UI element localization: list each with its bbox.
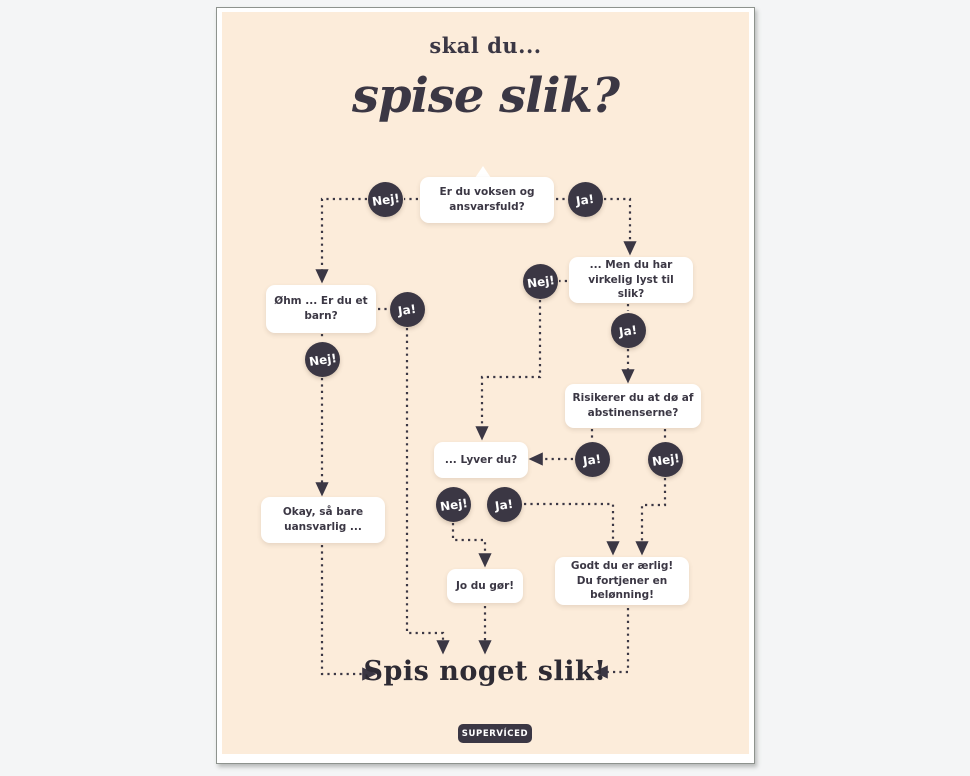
edge-nej5-to-a2 bbox=[451, 523, 492, 568]
badge-label: Nej! bbox=[438, 495, 469, 514]
badge-label: Ja! bbox=[494, 496, 515, 513]
badge-nej-3: Nej! bbox=[523, 264, 558, 299]
badge-label: Nej! bbox=[307, 350, 338, 369]
badge-nej-2: Nej! bbox=[305, 342, 340, 377]
badge-label: Ja! bbox=[618, 322, 639, 339]
badge-label: Ja! bbox=[582, 451, 603, 468]
edge-nej-to-q2 bbox=[315, 197, 367, 284]
badge-ja-1: Ja! bbox=[568, 182, 603, 217]
badge-nej-5: Nej! bbox=[436, 487, 471, 522]
badge-label: Ja! bbox=[397, 301, 418, 318]
speech-tail bbox=[475, 166, 491, 178]
edge-nej-to-q5 bbox=[475, 300, 542, 441]
badge-label: Ja! bbox=[575, 191, 596, 208]
question-lyst-til-slik: ... Men du har virkelig lyst til slik? bbox=[569, 257, 693, 303]
badge-ja-2: Ja! bbox=[390, 292, 425, 327]
badge-label: Nej! bbox=[370, 190, 401, 209]
poster-title: spise slik? bbox=[352, 68, 620, 124]
edge-ja-to-q3 bbox=[604, 197, 637, 256]
badge-label: Nej! bbox=[650, 450, 681, 469]
edge-a3-to-final bbox=[593, 608, 630, 679]
question-abstinenser: Risikerer du at dø af abstinenserne? bbox=[565, 384, 701, 428]
answer-jo-du-goer: Jo du gør! bbox=[447, 569, 523, 603]
badge-nej-4: Nej! bbox=[648, 442, 683, 477]
edge-a1-to-final bbox=[320, 545, 377, 681]
badge-nej-1: Nej! bbox=[368, 182, 403, 217]
badge-ja-3: Ja! bbox=[611, 313, 646, 348]
badge-ja-5: Ja! bbox=[487, 487, 522, 522]
badge-label: Nej! bbox=[525, 272, 556, 291]
question-lyver-du: ... Lyver du? bbox=[434, 442, 528, 478]
answer-uansvarlig: Okay, så bare uansvarlig ... bbox=[261, 497, 385, 543]
final-answer: Spis noget slik! bbox=[363, 656, 607, 687]
question-voksen-ansvarsfuld: Er du voksen og ansvarsfuld? bbox=[420, 177, 554, 223]
poster-paper bbox=[222, 12, 749, 754]
edge-ja5-to-a3 bbox=[524, 502, 620, 556]
question-er-du-et-barn: Øhm ... Er du et barn? bbox=[266, 285, 376, 333]
answer-beloenning: Godt du er ærlig! Du fortjener en belønn… bbox=[555, 557, 689, 605]
edge-nej-to-a3 bbox=[635, 478, 667, 556]
badge-ja-4: Ja! bbox=[575, 442, 610, 477]
edge-q2ja-to-final bbox=[405, 328, 450, 655]
brand-logo: SUPERVÍCED bbox=[458, 724, 532, 743]
poster-pretitle: skal du... bbox=[429, 33, 542, 58]
